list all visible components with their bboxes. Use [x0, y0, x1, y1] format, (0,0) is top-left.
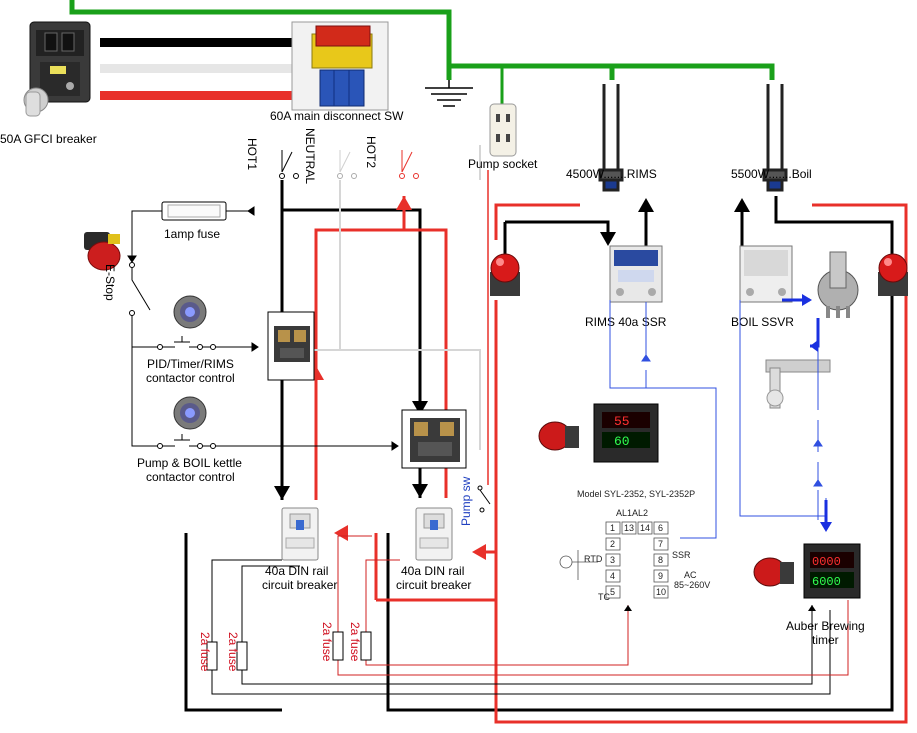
hot2-label: HOT2 [364, 136, 378, 168]
hot1-label: HOT1 [245, 138, 259, 170]
pump-switch [477, 485, 491, 513]
pid-terminal-2: 2 [610, 539, 615, 549]
neutral-wiring [268, 145, 481, 450]
pid-terminal-10: 10 [656, 587, 666, 597]
pid-tc-label: TC [598, 592, 610, 602]
potentiometer [817, 251, 859, 318]
din-left-label-line1: 40a DIN rail [265, 564, 328, 578]
pid-terminal-8: 8 [658, 555, 663, 565]
float-switch [765, 359, 831, 409]
pid-terminal-13: 13 [624, 523, 634, 533]
din-right-label-line1: 40a DIN rail [401, 564, 464, 578]
rims-ssr-label: RIMS 40a SSR [585, 315, 667, 329]
rims-ssr [609, 245, 663, 303]
pid-ssr-label: SSR [672, 550, 691, 560]
control-circuit [127, 206, 399, 451]
auber-label-line2: timer [812, 633, 839, 647]
fuse-holders [206, 631, 372, 671]
pid-display-top: 55 [614, 414, 630, 429]
pump-socket-label: Pump socket [468, 157, 538, 171]
blue-arrows [802, 294, 832, 532]
ground-wiring [69, 0, 775, 105]
pid-model-label: Model SYL-2352, SYL-2352P [577, 489, 695, 499]
ground-symbol [425, 80, 473, 107]
estop-label: E-Stop [103, 264, 117, 301]
neutral-label: NEUTRAL [303, 128, 317, 184]
fuse-1amp-label: 1amp fuse [164, 227, 220, 241]
pid-terminal-diagram [559, 521, 669, 599]
rims-element-label: 4500W.......RIMS [566, 167, 657, 181]
pump-boil-label-line2: contactor control [146, 470, 235, 484]
pid-terminal-3: 3 [610, 555, 615, 565]
main-disconnect-switch [291, 21, 389, 111]
boil-heating-element [762, 84, 788, 192]
pid-terminal-4: 4 [610, 571, 615, 581]
control-contacts [129, 262, 216, 449]
din-right-label-line2: circuit breaker [396, 578, 471, 592]
blue-control-heavy [782, 298, 828, 526]
pid-contactor-label-line2: contactor control [146, 371, 235, 385]
pump-boil-label-line1: Pump & BOIL kettle [137, 456, 242, 470]
pump-sw-label: Pump sw [459, 476, 473, 526]
boil-pilot-light [878, 253, 908, 296]
contactor-pump-boil [401, 409, 467, 469]
pid-al2-label: AL2 [632, 508, 648, 518]
pid-rtd-label: RTD [584, 554, 603, 564]
supply-cables [100, 38, 300, 100]
rims-heating-element [598, 84, 624, 192]
pid-terminal-9: 9 [658, 571, 663, 581]
pid-terminal-7: 7 [658, 539, 663, 549]
auber-label-line1: Auber Brewing [786, 619, 865, 633]
boil-ssvr-label: BOIL SSVR [731, 315, 794, 329]
pump-socket [489, 103, 517, 157]
pid-terminal-6: 6 [658, 523, 663, 533]
timer-red-light [753, 557, 794, 587]
fuse-a-label: 2a fuse [198, 632, 212, 672]
pid-red-light [538, 421, 579, 451]
pid-terminal-5: 5 [610, 587, 615, 597]
pid-terminal-14: 14 [640, 523, 650, 533]
din-left-label-line2: circuit breaker [262, 578, 337, 592]
pid-controller [593, 403, 659, 463]
gfci-breaker [23, 21, 91, 117]
auber-timer [803, 543, 861, 599]
pid-display-bottom: 60 [614, 434, 630, 449]
pump-boil-pushbutton [173, 396, 207, 430]
pid-terminal-1: 1 [610, 523, 615, 533]
pid-al1-label: AL1 [616, 508, 632, 518]
gfci-label: 50A GFCI breaker [0, 132, 97, 146]
main-disconnect-label: 60A main disconnect SW [270, 109, 404, 123]
wire-arrows [274, 196, 750, 560]
pid-volt-label: 85~260V [674, 580, 710, 590]
estop-button [84, 232, 121, 271]
rims-ssr-out-wire [644, 210, 744, 250]
contactor-pid [267, 311, 315, 381]
din-breaker-left [281, 507, 319, 561]
rims-pilot-light [490, 253, 520, 296]
boil-element-label: 5500W.......Boil [731, 167, 812, 181]
pid-contactor-label-line1: PID/Timer/RIMS [147, 357, 234, 371]
pid-ac-label: AC [684, 570, 697, 580]
timer-display-bottom: 6000 [812, 575, 841, 589]
fuse-d-label: 2a fuse [348, 622, 362, 662]
din-breaker-right [415, 507, 453, 561]
fuse-c-label: 2a fuse [320, 622, 334, 662]
switch-contacts [279, 150, 419, 179]
timer-display-top: 0000 [812, 555, 841, 569]
one-amp-fuse [161, 201, 227, 221]
fuse-b-label: 2a fuse [226, 632, 240, 672]
boil-ssvr [739, 245, 793, 303]
pid-pushbutton [173, 295, 207, 329]
